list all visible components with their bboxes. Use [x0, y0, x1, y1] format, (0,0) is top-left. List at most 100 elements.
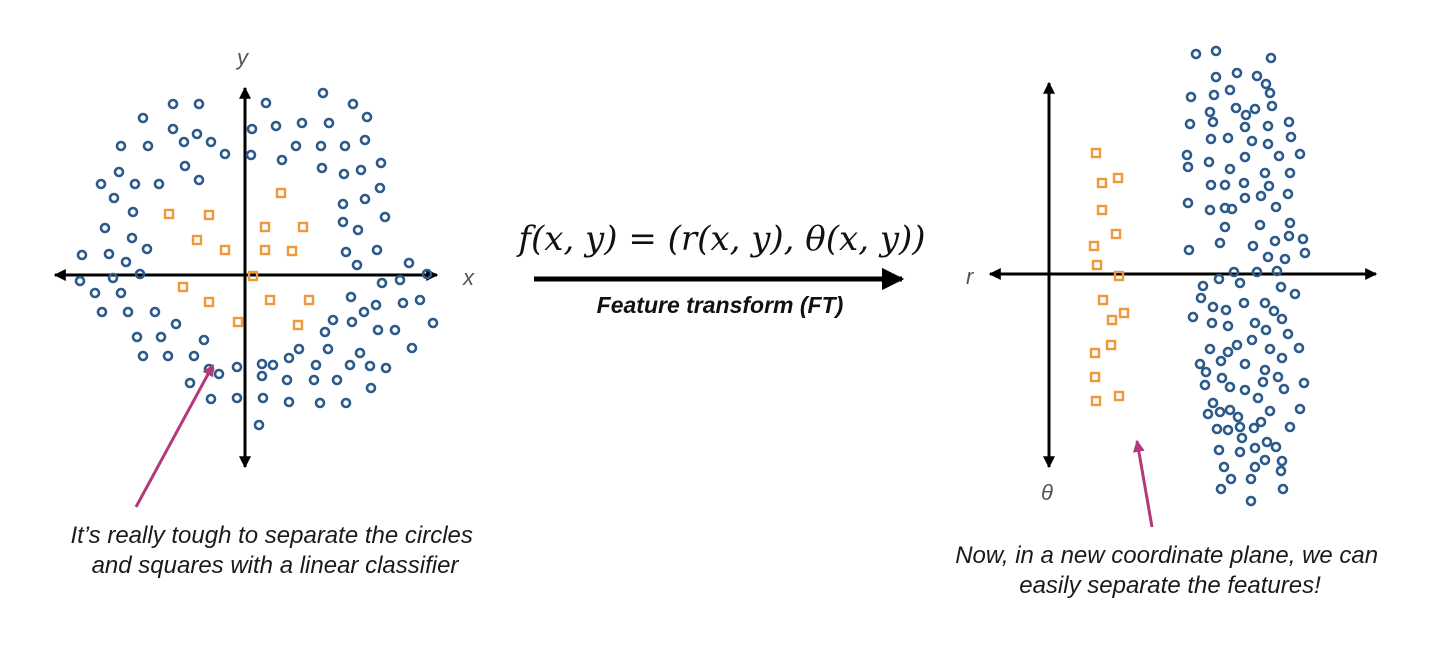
right-r-axis-label: r — [966, 264, 975, 289]
right-circle-point — [1282, 188, 1294, 200]
right-circle-point — [1260, 78, 1272, 90]
right-circle-point — [1215, 483, 1227, 495]
left-circle-point — [74, 275, 86, 287]
right-circle-point — [1262, 120, 1274, 132]
left-circle-point — [115, 287, 127, 299]
left-circle-point — [198, 334, 210, 346]
right-square-points — [1088, 147, 1130, 407]
left-square-point — [275, 187, 287, 199]
left-square-point — [203, 209, 215, 221]
right-circle-point — [1263, 180, 1275, 192]
left-circle-point — [354, 347, 366, 359]
right-circle-point — [1294, 403, 1306, 415]
right-circle-point — [1222, 424, 1234, 436]
left-square-point — [163, 208, 175, 220]
right-circle-point — [1245, 495, 1257, 507]
right-circle-point — [1225, 473, 1237, 485]
left-circle-point — [256, 358, 268, 370]
left-square-point — [264, 294, 276, 306]
left-circle-point — [113, 166, 125, 178]
right-circle-point — [1204, 204, 1216, 216]
right-circle-point — [1276, 352, 1288, 364]
left-x-axis-label: x — [462, 265, 475, 290]
left-circle-point — [231, 392, 243, 404]
right-circle-point — [1238, 297, 1250, 309]
right-circle-point — [1190, 48, 1202, 60]
right-circle-point — [1206, 317, 1218, 329]
left-circle-point — [167, 98, 179, 110]
left-circle-point — [137, 112, 149, 124]
left-circle-point — [99, 222, 111, 234]
right-circle-point — [1255, 190, 1267, 202]
left-circle-point — [314, 397, 326, 409]
right-circle-point — [1246, 334, 1258, 346]
right-circle-point — [1215, 355, 1227, 367]
left-circle-point — [340, 397, 352, 409]
right-circle-point — [1210, 71, 1222, 83]
right-circle-point — [1183, 244, 1195, 256]
right-circle-point — [1294, 148, 1306, 160]
right-circle-point — [1298, 377, 1310, 389]
right-circle-point — [1239, 384, 1251, 396]
right-circle-point — [1200, 366, 1212, 378]
left-circle-point — [370, 299, 382, 311]
right-circle-point — [1214, 237, 1226, 249]
right-circle-point — [1239, 151, 1251, 163]
left-circle-point — [256, 370, 268, 382]
right-circle-point — [1282, 328, 1294, 340]
left-circle-point — [351, 259, 363, 271]
right-circle-point — [1251, 70, 1263, 82]
right-circle-point — [1264, 343, 1276, 355]
left-circle-point — [352, 224, 364, 236]
right-square-point — [1089, 371, 1101, 383]
left-square-points — [163, 187, 315, 331]
left-circle-point — [253, 419, 265, 431]
left-circle-point — [359, 134, 371, 146]
right-circle-point — [1257, 376, 1269, 388]
left-circle-point — [283, 396, 295, 408]
right-circle-point — [1262, 251, 1274, 263]
right-circle-point — [1297, 233, 1309, 245]
right-circle-point — [1277, 483, 1289, 495]
left-circle-point — [205, 393, 217, 405]
right-circle-point — [1299, 247, 1311, 259]
left-square-point — [286, 245, 298, 257]
left-square-point — [303, 294, 315, 306]
left-circle-point — [371, 244, 383, 256]
left-caption-line-2: and squares with a linear classifier — [92, 552, 460, 579]
left-circle-point — [375, 157, 387, 169]
right-circle-point — [1270, 201, 1282, 213]
right-circle-point — [1210, 45, 1222, 57]
right-theta-axis-label: θ — [1041, 480, 1053, 505]
right-circle-point — [1249, 103, 1261, 115]
right-circle-point — [1195, 292, 1207, 304]
right-circle-point — [1222, 320, 1234, 332]
right-square-point — [1096, 177, 1108, 189]
right-circle-point — [1259, 167, 1271, 179]
left-circle-point — [193, 174, 205, 186]
left-circle-point — [283, 352, 295, 364]
right-circle-point — [1284, 421, 1296, 433]
transform-label: Feature transform (FT) — [597, 292, 844, 318]
right-circle-point — [1224, 163, 1236, 175]
left-y-axis-label: y — [235, 45, 250, 70]
right-circle-point — [1236, 432, 1248, 444]
left-circle-point — [380, 362, 392, 374]
left-circle-point — [345, 291, 357, 303]
right-circle-point — [1276, 455, 1288, 467]
right-circle-point — [1259, 454, 1271, 466]
left-circle-point — [213, 368, 225, 380]
right-circle-point — [1273, 150, 1285, 162]
right-circle-point — [1240, 109, 1252, 121]
right-circle-point — [1239, 358, 1251, 370]
left-circle-point — [359, 193, 371, 205]
right-square-point — [1106, 314, 1118, 326]
right-circle-point — [1205, 179, 1217, 191]
left-circle-point — [361, 111, 373, 123]
right-circle-point — [1224, 381, 1236, 393]
right-circle-point — [1266, 100, 1278, 112]
left-circle-point — [191, 128, 203, 140]
right-circle-point — [1248, 422, 1260, 434]
left-circle-point — [372, 324, 384, 336]
left-circle-point — [355, 164, 367, 176]
